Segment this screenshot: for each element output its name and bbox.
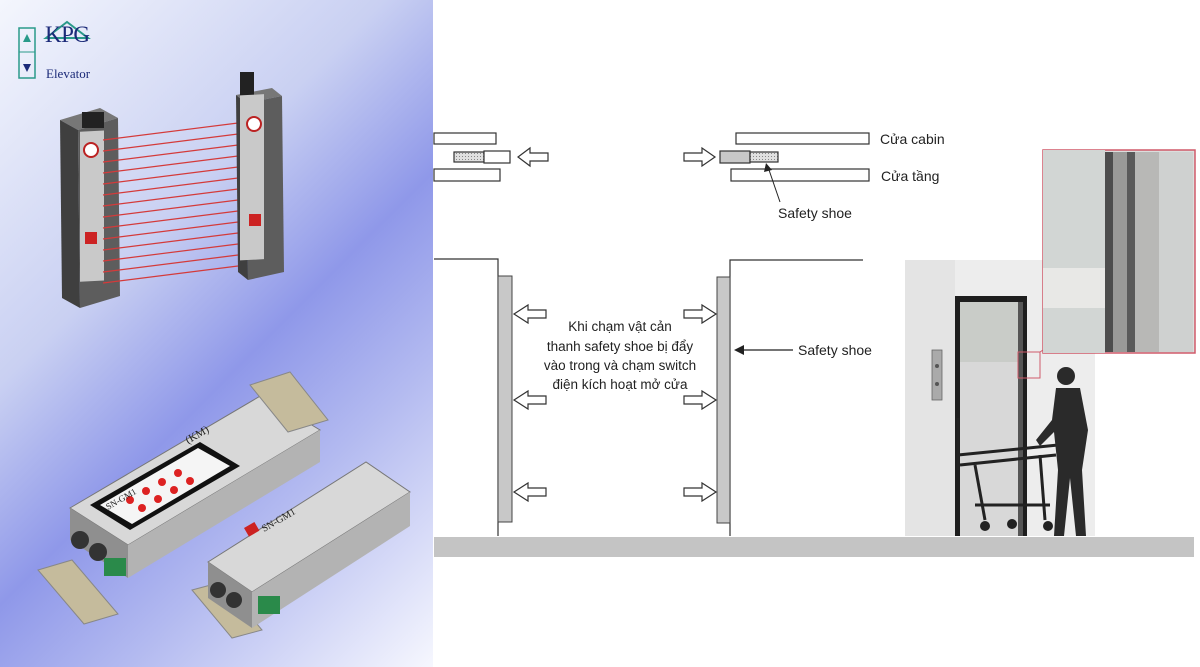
explanation-text: Khi chạm vật cản thanh safety shoe bị đẩ…: [544, 319, 696, 392]
label-landing-door: Cửa tầng: [881, 168, 939, 184]
side-arrows-right: [683, 303, 718, 503]
arrow-push-left: [517, 146, 549, 168]
brand-logo-icon: [18, 20, 91, 79]
controller-box-km: [37, 371, 329, 625]
safety-shoe-top-arrowhead: [764, 163, 772, 172]
light-curtain-right-bar: [236, 72, 284, 280]
explanation-line-1: Khi chạm vật cản: [568, 319, 672, 334]
side-view-right-door: [716, 259, 863, 536]
person-silhouette: [1036, 367, 1088, 536]
zoom-source-box: [1017, 351, 1041, 379]
brand-name: KPG: [45, 22, 90, 47]
controller-box-sn-gm1: [191, 461, 411, 639]
zoom-inset: [1042, 149, 1196, 354]
label-safety-shoe-side: Safety shoe: [798, 342, 872, 358]
light-curtain-beams: [102, 122, 239, 284]
arrow-push-right: [683, 146, 717, 168]
explanation-line-4: điện kích hoạt mở cửa: [553, 377, 688, 392]
side-view-left-door: [434, 258, 513, 536]
safety-shoe-top-leader: [767, 166, 781, 203]
safety-shoe-side-arrowhead: [734, 345, 744, 355]
call-button-panel: [931, 349, 943, 401]
brand-subtitle: Elevator: [46, 66, 91, 81]
elevator-photo: [905, 260, 1095, 536]
floor: [434, 537, 1194, 557]
side-arrows-left: [512, 303, 547, 503]
top-view-left: [433, 132, 511, 182]
light-curtain-sensor: (KM) SN-GM1 SN-GM1: [37, 72, 411, 639]
explanation-line-3: vào trong và chạm switch: [544, 358, 696, 373]
top-view-right: [719, 132, 870, 182]
stretcher: [956, 418, 1059, 521]
product-panel: KPG Elevator: [0, 0, 433, 667]
label-safety-shoe-top: Safety shoe: [778, 205, 852, 221]
explanation-line-2: thanh safety shoe bị đẩy: [547, 339, 694, 354]
label-cabin-door: Cửa cabin: [880, 131, 945, 147]
